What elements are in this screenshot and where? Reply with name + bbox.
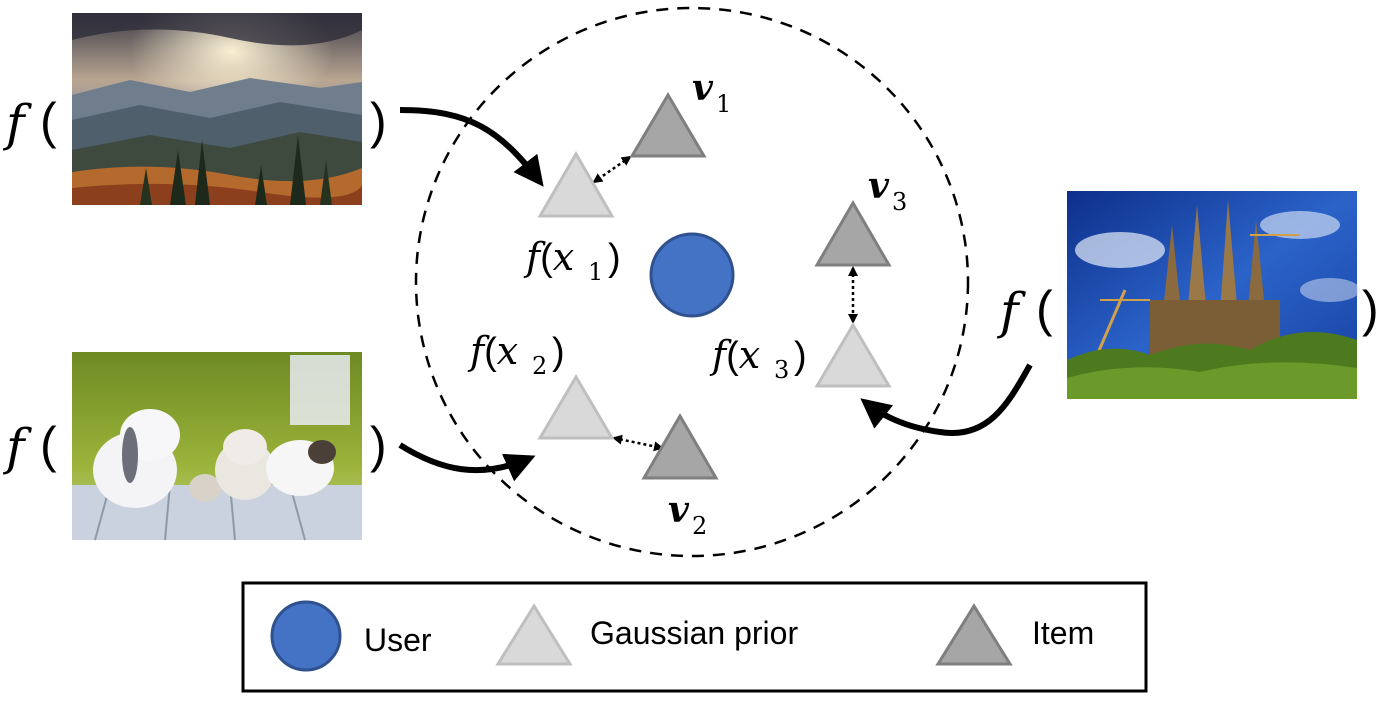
- svg-text:2: 2: [532, 352, 547, 380]
- fn-symbol-2: f: [2, 418, 32, 476]
- mapping-arrow-3: [860, 363, 1033, 437]
- user-node: [649, 232, 735, 318]
- item-v2: [641, 413, 719, 480]
- label-v2: v 2: [668, 489, 707, 540]
- gaussian-prior-fx2: [537, 374, 615, 440]
- legend-user-label: User: [364, 622, 432, 658]
- label-v3: v 3: [868, 165, 907, 216]
- svg-text:3: 3: [892, 188, 907, 216]
- svg-text:1: 1: [716, 90, 731, 118]
- legend-box: [241, 581, 1148, 693]
- svg-text:v: v: [668, 489, 690, 531]
- svg-text:f(x: f(x: [467, 329, 518, 373]
- mapping-arrow-1: [399, 107, 544, 187]
- gaussian-prior-fx3: [814, 322, 892, 388]
- item-v3: [814, 200, 892, 267]
- link-fx2-v2: [612, 434, 664, 452]
- open-paren-2: (: [40, 417, 57, 473]
- close-paren-2: ): [370, 417, 387, 473]
- open-paren-1: (: [40, 93, 57, 149]
- label-fx2: f(x 2 ): [467, 329, 565, 380]
- svg-text:f(x: f(x: [523, 235, 574, 279]
- landscape-photo: [72, 13, 362, 205]
- svg-text:): ): [794, 335, 807, 377]
- svg-text:1: 1: [588, 258, 603, 286]
- label-v1: v 1: [692, 67, 731, 118]
- legend-item-label: Item: [1032, 615, 1094, 651]
- legend-prior-swatch: [495, 603, 573, 666]
- fn-symbol-3: f: [996, 282, 1026, 340]
- svg-text:): ): [608, 237, 621, 279]
- gaussian-prior-fx1: [537, 151, 615, 218]
- svg-text:3: 3: [774, 356, 789, 384]
- label-fx1: f(x 1 ): [523, 235, 621, 286]
- open-paren-3: (: [1036, 281, 1053, 337]
- legend-prior-label: Gaussian prior: [590, 615, 798, 651]
- close-paren-3: ): [1362, 281, 1379, 337]
- svg-text:v: v: [868, 165, 890, 207]
- close-paren-1: ): [370, 93, 387, 149]
- embedding-space-boundary: [414, 6, 970, 558]
- legend-item-swatch: [935, 603, 1013, 666]
- svg-text:2: 2: [692, 512, 707, 540]
- svg-text:): ): [552, 331, 565, 373]
- svg-text:v: v: [692, 67, 714, 109]
- cathedral-photo: [1067, 191, 1360, 399]
- link-fx1-v1: [592, 155, 632, 184]
- fn-symbol-1: f: [2, 94, 32, 152]
- legend: User Gaussian prior Item: [241, 581, 1148, 693]
- item-v1: [629, 92, 707, 158]
- legend-user-swatch: [270, 600, 342, 672]
- svg-text:f(x: f(x: [709, 333, 760, 377]
- mapping-arrow-2: [398, 442, 536, 482]
- label-fx3: f(x 3 ): [709, 333, 807, 384]
- pets-photo: [72, 352, 362, 541]
